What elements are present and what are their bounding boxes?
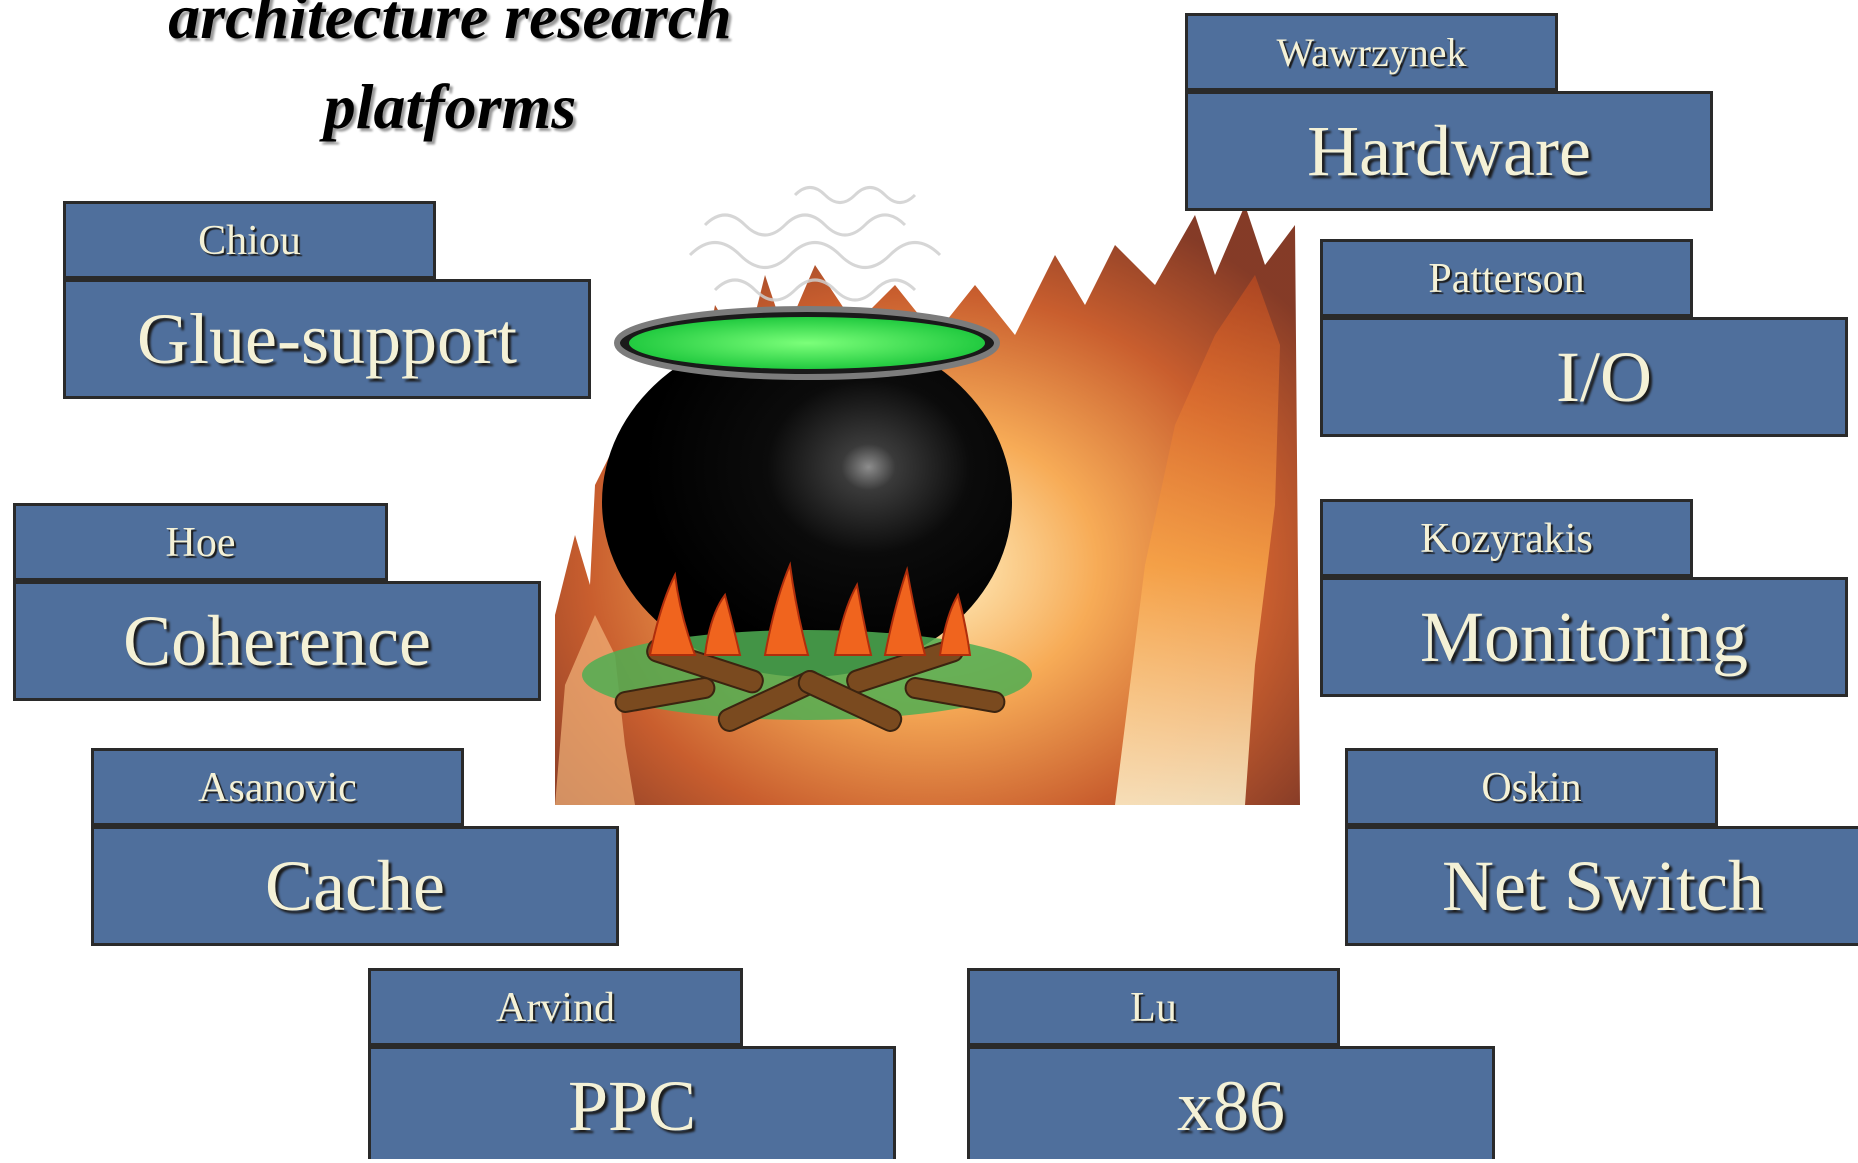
- researcher-name: Oskin: [1481, 765, 1582, 811]
- card-name-tab: Wawrzynek: [1185, 13, 1558, 91]
- card-arvind: Arvind PPC: [368, 968, 896, 1159]
- card-topic-panel: Glue-support: [63, 279, 591, 399]
- researcher-name: Chiou: [198, 218, 301, 264]
- slide-title-line-1: architecture research: [168, 0, 732, 52]
- topic-label: Net Switch: [1442, 846, 1764, 926]
- card-oskin: Oskin Net Switch: [1345, 748, 1858, 946]
- slide-title-line-2: platforms: [323, 71, 577, 142]
- researcher-name: Hoe: [165, 520, 236, 566]
- card-chiou: Chiou Glue-support: [63, 201, 591, 399]
- card-patterson: Patterson I/O: [1320, 239, 1848, 437]
- card-wawrzynek: Wawrzynek Hardware: [1185, 13, 1713, 211]
- researcher-name: Arvind: [496, 985, 615, 1031]
- card-name-tab: Kozyrakis: [1320, 499, 1693, 577]
- topic-label: PPC: [567, 1066, 697, 1146]
- card-topic-panel: Hardware: [1185, 91, 1713, 211]
- card-name-tab: Patterson: [1320, 239, 1693, 317]
- topic-label: x86: [1177, 1066, 1285, 1146]
- card-topic-panel: I/O: [1320, 317, 1848, 437]
- card-name-tab: Arvind: [368, 968, 743, 1046]
- slide-title: architecture research platforms: [60, 0, 840, 152]
- card-topic-panel: Coherence: [13, 581, 541, 701]
- researcher-name: Kozyrakis: [1420, 516, 1593, 562]
- card-name-tab: Hoe: [13, 503, 388, 581]
- card-topic-panel: PPC: [368, 1046, 896, 1159]
- card-topic-panel: x86: [967, 1046, 1495, 1159]
- topic-label: Coherence: [123, 601, 431, 681]
- topic-label: Monitoring: [1419, 597, 1748, 677]
- topic-label: Cache: [265, 846, 445, 926]
- card-topic-panel: Net Switch: [1345, 826, 1858, 946]
- researcher-name: Wawrzynek: [1276, 30, 1467, 75]
- card-topic-panel: Cache: [91, 826, 619, 946]
- card-asanovic: Asanovic Cache: [91, 748, 619, 946]
- topic-label: I/O: [1556, 337, 1652, 417]
- card-name-tab: Lu: [967, 968, 1340, 1046]
- researcher-name: Patterson: [1428, 256, 1585, 302]
- cauldron-illustration: [555, 186, 1300, 805]
- campfire-icon: [582, 561, 1032, 732]
- card-kozyrakis: Kozyrakis Monitoring: [1320, 499, 1848, 697]
- card-lu: Lu x86: [967, 968, 1495, 1159]
- topic-label: Glue-support: [137, 299, 517, 379]
- card-topic-panel: Monitoring: [1320, 577, 1848, 697]
- card-name-tab: Oskin: [1345, 748, 1718, 826]
- card-name-tab: Chiou: [63, 201, 436, 279]
- researcher-name: Lu: [1130, 985, 1177, 1031]
- card-name-tab: Asanovic: [91, 748, 464, 826]
- topic-label: Hardware: [1307, 111, 1591, 191]
- researcher-name: Asanovic: [198, 765, 357, 811]
- card-hoe: Hoe Coherence: [13, 503, 541, 701]
